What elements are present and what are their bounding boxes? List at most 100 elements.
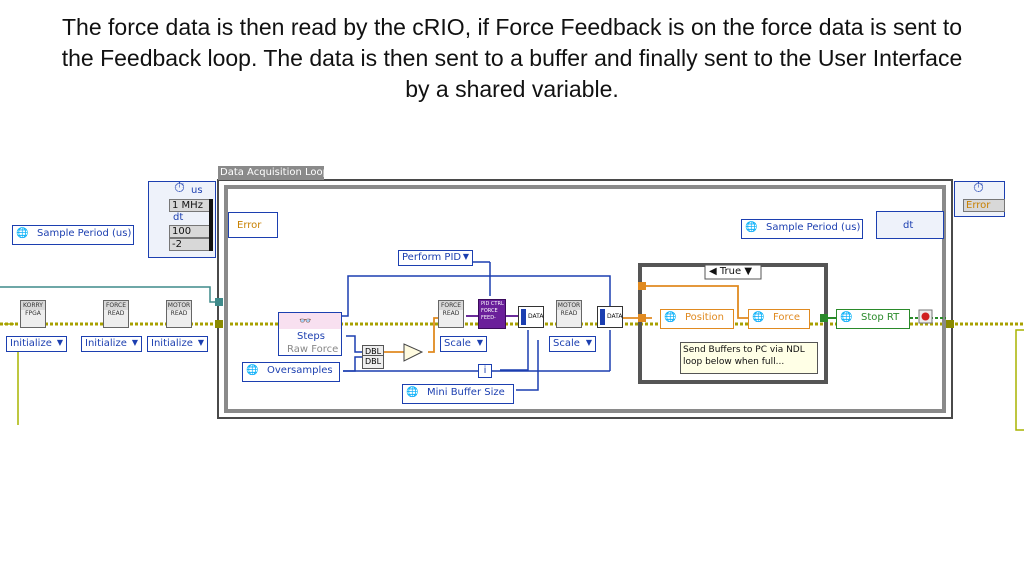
initialize-enum-2[interactable]: Initialize ▼ xyxy=(81,336,142,352)
shared-variable-icon: 🌐 xyxy=(745,222,758,233)
loop-label: Data Acquisition Loop xyxy=(220,167,329,178)
case-left-arrow-icon: ◀ xyxy=(709,266,717,277)
dt-terminal-label: dt xyxy=(903,220,914,231)
shared-variable-icon: 🌐 xyxy=(664,312,677,323)
case-dropdown-icon: ▼ xyxy=(744,266,753,277)
motor-read-2-header: MOTOR xyxy=(557,301,581,310)
motor-read-subvi-2[interactable]: MOTOR READ xyxy=(556,300,582,328)
stop-icon xyxy=(921,312,930,321)
data-node-bar xyxy=(600,309,605,325)
steps-node-header xyxy=(279,313,341,329)
pid-control-subvi[interactable]: PID CTRL FORCE FEED- xyxy=(478,299,506,329)
case-selector-label[interactable]: ◀ True ▼ xyxy=(709,266,752,278)
force-read-1-header: FORCE xyxy=(104,301,128,310)
pid-block-label: PID CTRL FORCE FEED- xyxy=(481,301,504,321)
case-selector-box xyxy=(704,264,762,280)
loop-inner-border xyxy=(224,185,946,413)
blue-wires xyxy=(340,261,611,391)
stop-rt-label: Stop RT xyxy=(861,312,900,323)
dropdown-arrow-icon: ▼ xyxy=(462,252,469,261)
position-label: Position xyxy=(685,312,724,323)
stop-rt-shared-variable[interactable]: 🌐 Stop RT xyxy=(836,309,910,329)
position-shared-variable[interactable]: 🌐 Position xyxy=(660,309,734,329)
force-read-1-body: READ xyxy=(107,310,125,317)
tunnel-case-left xyxy=(638,314,646,322)
loop-label-bg xyxy=(218,166,324,180)
motor-read-2-body: READ xyxy=(560,310,578,317)
oversamples-label: Oversamples xyxy=(267,365,333,376)
timed-loop-output-node[interactable]: ⏱ Error xyxy=(954,181,1005,217)
oversamples-control[interactable]: 🌐 Oversamples xyxy=(242,362,340,382)
initialize-2-label: Initialize xyxy=(85,338,127,349)
motor-read-subvi-1[interactable]: MOTOR READ xyxy=(166,300,192,328)
comment-box: Send Buffers to PC via NDL loop below wh… xyxy=(680,342,818,374)
shared-variable-icon: 🌐 xyxy=(752,312,765,323)
force-shared-variable[interactable]: 🌐 Force xyxy=(748,309,810,329)
timer-icon: ⏱ xyxy=(174,180,185,196)
compound-arith-node xyxy=(403,343,424,362)
tunnel-error-right xyxy=(946,320,954,328)
scale-enum-1[interactable]: Scale ▼ xyxy=(440,336,487,352)
shared-variable-icon: 🌐 xyxy=(16,228,29,239)
error-in-terminal[interactable]: Error xyxy=(228,212,278,238)
steps-property-node[interactable]: 👓 Steps Raw Force xyxy=(278,312,342,356)
initialize-enum-1[interactable]: Initialize ▼ xyxy=(6,336,67,352)
timing-source-label: 1 MHz xyxy=(169,199,211,212)
korry-header: KORRY xyxy=(21,301,45,310)
dt-terminal[interactable]: dt xyxy=(876,211,944,239)
sample-period-right-label: Sample Period (us) xyxy=(766,222,861,233)
timing-unit-label: us xyxy=(191,185,203,196)
force-read-2-header: FORCE xyxy=(439,301,463,310)
dropdown-arrow-icon: ▼ xyxy=(476,338,483,347)
timing-right-error: Error xyxy=(963,199,1005,212)
shared-variable-icon: 🌐 xyxy=(840,312,853,323)
timed-loop-input-node[interactable]: ⏱ us 1 MHz dt 100 -2 xyxy=(148,181,216,258)
sample-period-left[interactable]: 🌐 Sample Period (us) xyxy=(12,225,134,245)
right-loop-fragment xyxy=(1015,329,1024,431)
timing-period-value: 100 xyxy=(169,225,211,238)
timing-dt-label: dt xyxy=(173,212,184,223)
dropdown-arrow-icon: ▼ xyxy=(197,338,204,347)
case-selector-value: True xyxy=(719,266,742,277)
initialize-enum-3[interactable]: Initialize ▼ xyxy=(147,336,208,352)
timing-node-bar xyxy=(209,199,213,251)
scale-1-label: Scale xyxy=(444,338,471,349)
raw-force-label: Raw Force xyxy=(287,344,339,355)
glasses-icon: 👓 xyxy=(299,316,312,327)
initialize-1-label: Initialize xyxy=(10,338,52,349)
scale-2-label: Scale xyxy=(553,338,580,349)
sample-period-right[interactable]: 🌐 Sample Period (us) xyxy=(741,219,863,239)
data-buffer-node-2[interactable]: DATA xyxy=(597,306,623,328)
shared-variable-icon: 🌐 xyxy=(246,365,259,376)
data-buffer-node-1[interactable]: DATA xyxy=(518,306,544,328)
dbl-convert-2[interactable]: DBL xyxy=(362,355,385,369)
force-read-2-body: READ xyxy=(442,310,460,317)
mini-buffer-size-control[interactable]: 🌐 Mini Buffer Size xyxy=(402,384,514,404)
iteration-terminal: i xyxy=(478,364,492,378)
force-label: Force xyxy=(773,312,801,323)
steps-label: Steps xyxy=(297,331,325,342)
perform-pid-control[interactable]: Perform PID ▼ xyxy=(398,250,473,266)
korry-fpga-subvi[interactable]: KORRY FPGA xyxy=(20,300,46,328)
timer-icon-right: ⏱ xyxy=(973,180,984,196)
force-read-subvi-2[interactable]: FORCE READ xyxy=(438,300,464,328)
tunnel-error-left xyxy=(215,320,223,328)
scale-enum-2[interactable]: Scale ▼ xyxy=(549,336,596,352)
mini-buffer-size-label: Mini Buffer Size xyxy=(427,387,505,398)
data-2-label: DATA xyxy=(607,313,623,320)
force-read-subvi-1[interactable]: FORCE READ xyxy=(103,300,129,328)
dropdown-arrow-icon: ▼ xyxy=(131,338,138,347)
loop-outer-border xyxy=(217,179,953,419)
motor-read-1-body: READ xyxy=(170,310,188,317)
slide-caption: The force data is then read by the cRIO,… xyxy=(61,14,963,102)
initialize-3-label: Initialize xyxy=(151,338,193,349)
dropdown-arrow-icon: ▼ xyxy=(56,338,63,347)
tunnel-case-top xyxy=(638,282,646,290)
data-node-bar xyxy=(521,309,526,325)
tunnel-teal xyxy=(215,298,223,306)
data-1-label: DATA xyxy=(528,313,544,320)
sample-period-left-label: Sample Period (us) xyxy=(37,228,132,239)
dropdown-arrow-icon: ▼ xyxy=(585,338,592,347)
error-in-label: Error xyxy=(237,220,262,231)
